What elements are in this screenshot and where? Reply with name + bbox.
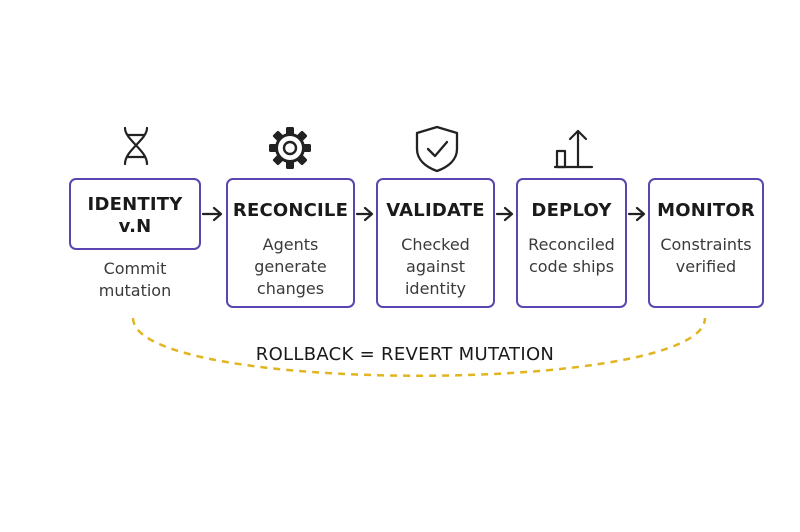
rollback-path (131, 317, 707, 377)
step-monitor-description: Constraints verified (660, 235, 752, 276)
arrow-identity-to-reconcile (201, 206, 223, 222)
step-monitor-title: MONITOR (657, 200, 755, 221)
step-deploy-title: DEPLOY (531, 200, 612, 221)
gear-icon (269, 127, 311, 169)
step-validate-box: VALIDATE Checked against identity (376, 178, 495, 308)
arrow-reconcile-to-validate (355, 206, 374, 222)
arrow-deploy-to-monitor (627, 206, 646, 222)
step-reconcile-title: RECONCILE (232, 200, 349, 221)
step-deploy-description: Reconciled code ships (528, 235, 615, 276)
identity-note: Commit mutation (98, 259, 172, 300)
shield-check-icon (415, 125, 459, 173)
step-deploy-box: DEPLOY Reconciled code ships (516, 178, 627, 308)
step-validate-title: VALIDATE (386, 200, 485, 221)
step-identity-box: IDENTITY v.N (69, 178, 201, 250)
upload-chart-icon (553, 129, 594, 169)
step-monitor-box: MONITOR Constraints verified (648, 178, 764, 308)
step-reconcile-box: RECONCILE Agents generate changes (226, 178, 355, 308)
dna-icon (123, 126, 149, 166)
step-reconcile-description: Agents generate changes (254, 235, 327, 298)
rollback-label: ROLLBACK = REVERT MUTATION (255, 344, 555, 365)
step-validate-description: Checked against identity (401, 235, 470, 298)
step-identity-title: IDENTITY v.N (87, 194, 183, 237)
arrow-validate-to-deploy (495, 206, 514, 222)
